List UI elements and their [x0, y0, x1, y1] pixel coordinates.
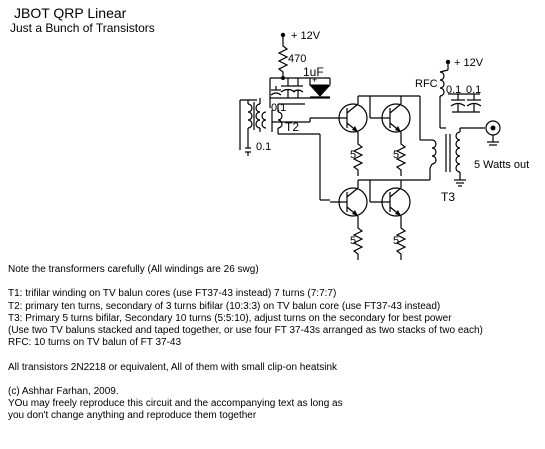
driver-transformer-t2: [261, 103, 330, 201]
rfc-choke: [439, 69, 449, 112]
emitter-r1-label: 5: [350, 149, 356, 161]
notes-line: (Use two TV baluns stacked and taped tog…: [8, 324, 483, 336]
notes-line: Note the transformers carefully (All win…: [8, 264, 259, 275]
notes-line: T2: primary ten turns, secondary of 3 tu…: [8, 300, 441, 312]
cap-right-a-label: 0.1: [446, 84, 461, 96]
transistor-q3: [330, 180, 368, 224]
output-label: 5 Watts out: [474, 159, 529, 171]
cap-right-b-label: 0.1: [466, 84, 481, 96]
emitter-r4-label: 5: [393, 235, 399, 247]
input-transformer-t1: [239, 98, 261, 156]
output-transformer-t3: [429, 112, 485, 187]
output-connector-icon: [485, 120, 501, 146]
cap-1uf-label: 1uF: [303, 65, 324, 79]
emitter-resistor-3: [352, 224, 364, 260]
page-subtitle: Just a Bunch of Transistors: [10, 21, 155, 35]
page-title: JBOT QRP Linear: [14, 5, 127, 21]
svg-text:+: +: [312, 75, 317, 85]
transistor-q4: [370, 180, 411, 224]
supply-right-label: + 12V: [454, 57, 484, 69]
t2-label: T2: [285, 120, 299, 134]
emitter-resistor-4: [395, 224, 407, 260]
notes-line: (c) Ashhar Farhan, 2009.: [8, 385, 119, 397]
cap-left-label: 0.1: [271, 102, 286, 114]
emitter-r2-label: 5: [393, 149, 399, 161]
notes-block: Note the transformers carefully (All win…: [8, 264, 543, 422]
emitter-resistor-1: [352, 140, 364, 176]
rfc-label: RFC: [415, 78, 438, 90]
resistor-470-label: 470: [288, 53, 306, 65]
notes-line: YOu may freely reproduce this circuit an…: [8, 398, 343, 410]
decoupling-network: +: [269, 75, 332, 108]
transistor-q2: [370, 96, 411, 140]
notes-line: T3: Primary 5 turns bifilar, Secondary 1…: [8, 312, 452, 324]
supply-right: [445, 59, 451, 70]
supply-left-label: + 12V: [291, 30, 321, 42]
resistor-470: [277, 42, 289, 78]
supply-left: [280, 32, 286, 42]
decoupling-right: [448, 93, 482, 113]
transistor-q1: [310, 96, 368, 140]
emitter-resistor-2: [395, 140, 407, 176]
cap-input-label: 0.1: [256, 141, 271, 153]
notes-line: All transistors 2N2218 or equivalent, Al…: [8, 361, 338, 373]
t3-label: T3: [441, 190, 455, 204]
notes-line: T1: trifilar winding on TV balun cores (…: [8, 288, 337, 300]
notes-line: you don't change anything and reproduce …: [8, 410, 257, 422]
emitter-r3-label: 5: [350, 235, 356, 247]
notes-line: RFC: 10 turns on TV balun of FT 37-43: [8, 337, 182, 349]
